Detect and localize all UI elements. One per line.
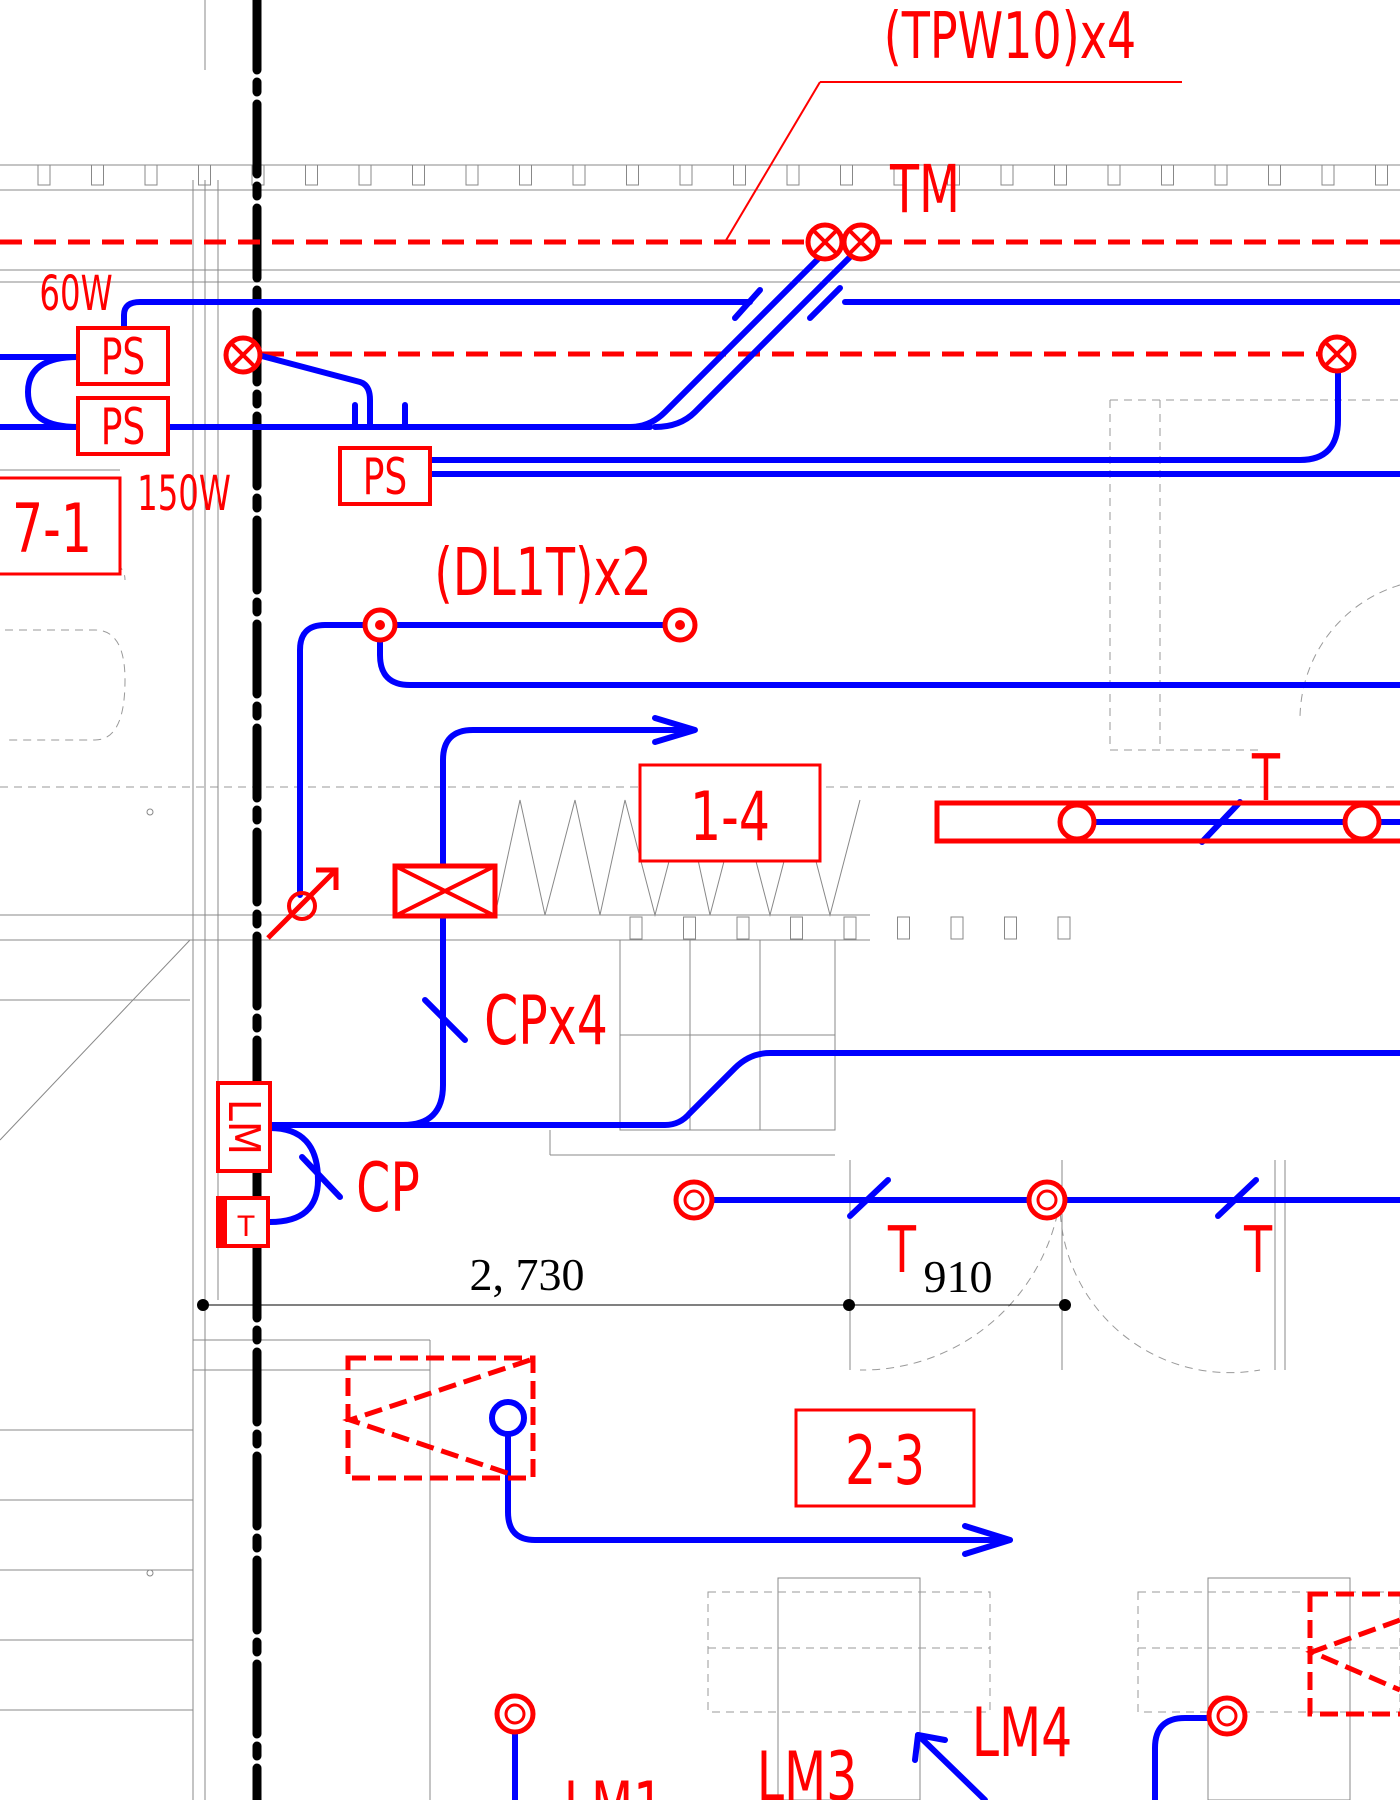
label-lm: LM	[218, 1099, 269, 1155]
label-60w: 60W	[39, 267, 112, 322]
grid-mark	[786, 164, 800, 186]
timer-box	[216, 1196, 270, 1248]
grid-mark	[736, 916, 750, 940]
tm-fixture-icon	[841, 222, 881, 262]
room-tag-1-4	[638, 763, 822, 863]
label-t-top: T	[1251, 740, 1281, 815]
grid-mark	[519, 164, 532, 186]
label-150w: 150W	[137, 467, 231, 522]
red-symbols	[0, 222, 1400, 1737]
ventilation-unit-icon	[342, 1355, 536, 1481]
grid-mark	[1375, 164, 1388, 186]
grid-mark	[305, 164, 318, 186]
label-lm3: LM3	[757, 1737, 858, 1800]
fixture-socket-icon	[1057, 802, 1097, 842]
grid-mark	[790, 916, 803, 940]
grid-mark	[950, 916, 964, 940]
lm-panel	[216, 1081, 272, 1173]
grid-mark	[1214, 164, 1228, 186]
ps-box	[338, 446, 432, 506]
grid-mark	[679, 164, 693, 186]
mid-grid-marks	[629, 916, 1071, 940]
grid-mark	[1268, 164, 1281, 186]
label-t-mid-2: T	[1243, 1212, 1273, 1287]
grid-mark	[626, 164, 639, 186]
dimension-910: 910	[924, 1251, 993, 1302]
grid-mark	[1321, 164, 1335, 186]
label-room-7-1: 7-1	[12, 489, 92, 569]
dimension-line: 2, 730 910	[197, 1249, 1071, 1311]
grid-mark	[1000, 164, 1014, 186]
exhaust-fan-icon	[392, 863, 498, 919]
grid-mark	[893, 164, 907, 186]
tm-fixture-icon	[805, 222, 845, 262]
downlight-icon	[362, 607, 398, 643]
label-lm1: LM1	[564, 1767, 665, 1800]
blue-wiring	[0, 246, 1400, 1800]
grid-mark	[1004, 916, 1017, 940]
grid-mark	[1107, 164, 1121, 186]
outlet-circle-icon	[489, 1399, 527, 1437]
red-dashed-circuits	[0, 239, 1400, 357]
label-ps-3: PS	[363, 448, 408, 507]
label-timer-t: T	[237, 1210, 255, 1243]
sensor-icon	[266, 867, 339, 940]
grid-mark	[1057, 916, 1071, 940]
grid-mark	[629, 916, 643, 940]
label-cp: CP	[356, 1148, 420, 1228]
ventilation-unit-icon	[1305, 1591, 1400, 1717]
red-labels: (TPW10)x4 TM 60W PS PS 150W PS 7-1 (DL1T…	[12, 0, 1281, 1800]
grid-mark	[733, 164, 746, 186]
grid-mark	[683, 916, 696, 940]
grid-mark	[412, 164, 425, 186]
label-lm4: LM4	[972, 1693, 1073, 1773]
ps-box	[76, 326, 170, 386]
grid-mark	[840, 164, 853, 186]
ps-box	[76, 396, 170, 456]
label-ps-1: PS	[101, 328, 146, 387]
room-tag-7-1	[0, 476, 122, 576]
grid-mark	[465, 164, 479, 186]
downlight-icon	[494, 1693, 536, 1735]
downlight-icon	[1206, 1695, 1248, 1737]
fixture-socket-icon	[1342, 802, 1382, 842]
label-room-1-4: 1-4	[690, 777, 770, 857]
label-ps-2: PS	[101, 398, 146, 457]
wire-tick-marks	[299, 285, 1259, 1219]
label-room-2-3: 2-3	[845, 1421, 925, 1501]
grid-mark	[1054, 164, 1067, 186]
grid-mark	[144, 164, 158, 186]
dimension-2730: 2, 730	[470, 1249, 585, 1300]
downlight-icon	[1026, 1179, 1068, 1221]
label-tm: TM	[889, 152, 960, 228]
label-tpw10: (TPW10)x4	[884, 0, 1136, 73]
grid-mark	[572, 164, 586, 186]
ceiling-grid-marks	[37, 164, 1388, 186]
room-tag-2-3	[794, 1408, 976, 1508]
downlight-icon	[662, 607, 698, 643]
grid-mark	[37, 164, 51, 186]
grid-mark	[1161, 164, 1174, 186]
label-cpx4: CPx4	[484, 981, 608, 1061]
label-t-mid-1: T	[887, 1212, 917, 1287]
label-dl1t: (DL1T)x2	[434, 535, 652, 611]
linear-fixture	[934, 800, 1400, 844]
wall-fixture-icon	[223, 335, 263, 375]
downlight-icon	[673, 1179, 715, 1221]
grid-mark	[91, 164, 104, 186]
grid-mark	[358, 164, 372, 186]
grid-mark	[897, 916, 910, 940]
grid-mark	[843, 916, 857, 940]
grid-mark	[947, 164, 960, 186]
tpw10-leader	[724, 81, 1182, 243]
ceiling-fixture-icon	[1317, 334, 1357, 374]
